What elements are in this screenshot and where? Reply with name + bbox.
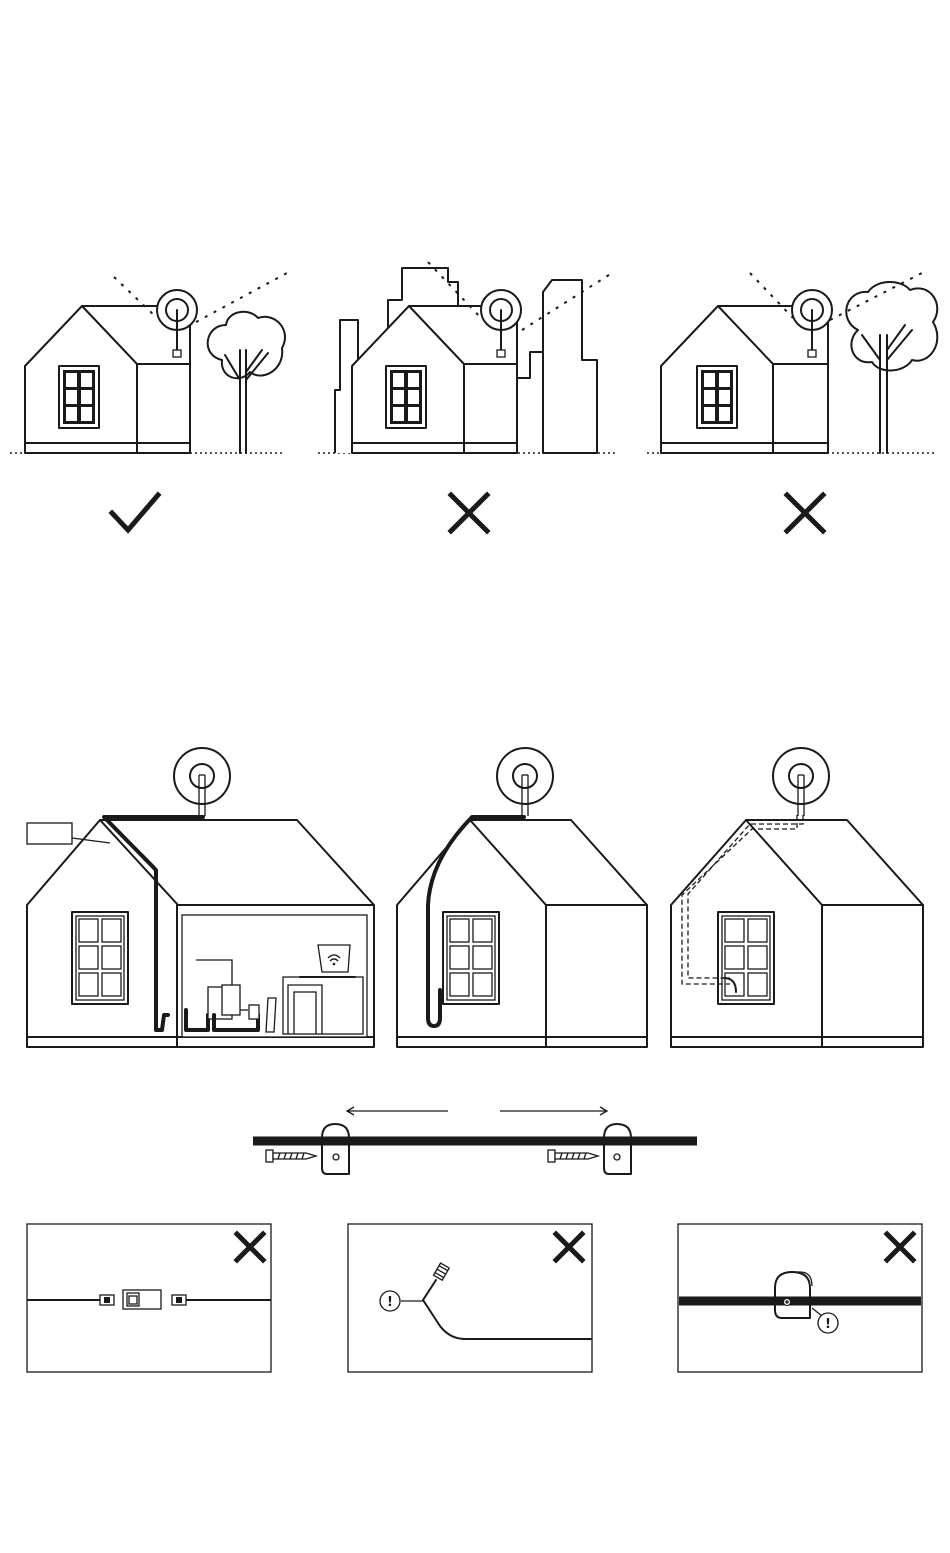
- wifi-icon: [333, 963, 336, 966]
- screw-icon: [548, 1150, 598, 1162]
- warning-panel-clip: !: [678, 1224, 922, 1372]
- satellite-dish-icon: [174, 748, 230, 816]
- placement-example-buildings: [318, 262, 615, 531]
- warning-panel-bend: !: [348, 1224, 592, 1372]
- satellite-dish-icon: [773, 748, 829, 816]
- house-window-icon: [59, 366, 99, 428]
- routing-example-inwall: [671, 748, 923, 1047]
- satellite-dish-icon: [497, 748, 553, 816]
- placement-example-tree: [647, 272, 937, 531]
- warning-symbol: !: [387, 1295, 393, 1310]
- check-mark-icon: [112, 495, 158, 530]
- routing-example-exterior: [397, 748, 647, 1047]
- screw-icon: [266, 1150, 316, 1162]
- cable-clip-spacing-diagram: [253, 1107, 697, 1174]
- cross-mark-icon: [787, 495, 823, 531]
- callout-box: [27, 823, 72, 844]
- warning-panel-coupler: [27, 1224, 271, 1372]
- cross-mark-icon: [451, 495, 487, 531]
- tree-icon: [846, 282, 937, 370]
- cable-clip-icon: [775, 1272, 810, 1318]
- cable-clip-icon: [322, 1124, 349, 1174]
- cable-clip-icon: [604, 1124, 631, 1174]
- warning-symbol: !: [825, 1317, 831, 1332]
- placement-example-clear: [10, 273, 287, 530]
- routing-example-interior: [27, 748, 374, 1047]
